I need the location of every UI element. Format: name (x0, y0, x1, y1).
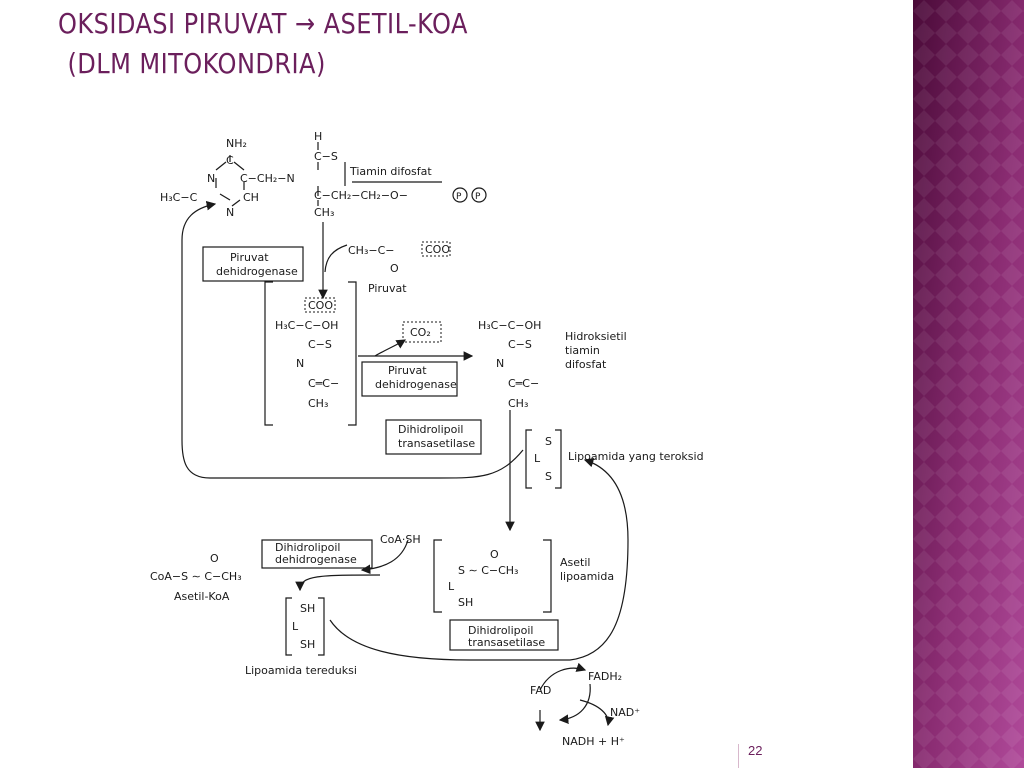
thiamine-ring2: C−CH₂−CH₂−O− (314, 189, 408, 202)
intermediate-ch3: CH₃ (308, 397, 328, 410)
lipoamide-ox-s1: S (545, 435, 552, 448)
pyruvate-oxygen: O (390, 262, 399, 275)
dlt-line1: Dihidrolipoil (398, 423, 463, 436)
acetyl-lipoamide-l: L (448, 580, 455, 593)
thiamine-ch: CH (243, 191, 259, 204)
hydroxyethyl-ch3: CH₃ (508, 397, 528, 410)
pdh2-line2: dehidrogenase (375, 378, 457, 391)
page-number: 22 (748, 743, 763, 758)
phosphate-icon: P (475, 192, 481, 202)
acetyl-coa-label: Asetil-KoA (174, 590, 230, 603)
lipoamide-red-l: L (292, 620, 299, 633)
pyruvate-coo: COO (425, 243, 450, 256)
lipoamide-ox-l: L (534, 452, 541, 465)
pyruvate-oxidation-diagram: NH₂ C N C−CH₂−N H₃C−C CH N H C−S C−CH₂−C… (140, 100, 750, 765)
pdh-line1: Piruvat (230, 251, 269, 264)
thiamine-ring1: C−CH₂−N (240, 172, 295, 185)
page-number-divider (738, 744, 739, 768)
acetyl-lipoamide-sh: SH (458, 596, 473, 609)
thiamine-ch3: CH₃ (314, 206, 334, 219)
thiamine-n1: N (207, 172, 215, 185)
fad-label: FAD (530, 684, 551, 697)
title-line-1: OKSIDASI PIRUVAT → ASETIL-KOA (58, 7, 468, 40)
thiamine-label: Tiamin difosfat (349, 165, 432, 178)
thiamine-h3c: H₃C−C (160, 191, 198, 204)
dld-line1: Dihidrolipoil (275, 541, 340, 554)
intermediate-h3c: H₃C−C−OH (275, 319, 338, 332)
lipoamide-red-label: Lipoamida tereduksi (245, 664, 357, 677)
coa-sh-label: CoA·SH (380, 533, 421, 546)
lipoamide-red-sh2: SH (300, 638, 315, 651)
pyruvate-formula: CH₃−C− (348, 244, 394, 257)
thiamine-c1: C (226, 154, 234, 167)
slide-title: OKSIDASI PIRUVAT → ASETIL-KOA (DLM MITOK… (58, 4, 468, 84)
thiamine-cs: C−S (314, 150, 338, 163)
acetyl-lipoamide-s: S ∼ C−CH₃ (458, 564, 518, 577)
dlt-line2: transasetilase (398, 437, 475, 450)
thiamine-h: H (314, 130, 322, 143)
pdh-line2: dehidrogenase (216, 265, 298, 278)
hydroxyethyl-h3c: H₃C−C−OH (478, 319, 541, 332)
co2-label: CO₂ (410, 326, 431, 339)
fadh2-label: FADH₂ (588, 670, 622, 683)
dld-line2: dehidrogenase (275, 553, 357, 566)
hydroxyethyl-label-2: tiamin (565, 344, 600, 357)
hydroxyethyl-cs: C−S (508, 338, 532, 351)
thiamine-nh2: NH₂ (226, 137, 247, 150)
lipoamide-ox-s2: S (545, 470, 552, 483)
acetyl-coa-o: O (210, 552, 219, 565)
dlt2-line2: transasetilase (468, 636, 545, 649)
hydroxyethyl-n: N (496, 357, 504, 370)
lipoamide-red-sh1: SH (300, 602, 315, 615)
acetyl-lipoamide-o: O (490, 548, 499, 561)
lipoamide-ox-label: Lipoamida yang teroksid (568, 450, 704, 463)
pdh2-line1: Piruvat (388, 364, 427, 377)
acetyl-lipoamide-label-1: Asetil (560, 556, 590, 569)
hydroxyethyl-label-3: difosfat (565, 358, 607, 371)
title-line-2: (DLM MITOKONDRIA) (67, 47, 326, 80)
pyruvate-label: Piruvat (368, 282, 407, 295)
hydroxyethyl-cc: C═C− (508, 377, 539, 390)
decorative-side-panel (913, 0, 1024, 768)
intermediate-n: N (296, 357, 304, 370)
nad-label: NAD⁺ (610, 706, 640, 719)
hydroxyethyl-label-1: Hidroksietil (565, 330, 627, 343)
intermediate-cs: C−S (308, 338, 332, 351)
nadh-label: NADH + H⁺ (562, 735, 625, 748)
acetyl-coa-formula: CoA−S ∼ C−CH₃ (150, 570, 242, 583)
dlt2-line1: Dihidrolipoil (468, 624, 533, 637)
intermediate-cc: C═C− (308, 377, 339, 390)
thiamine-n2: N (226, 206, 234, 219)
acetyl-lipoamide-label-2: lipoamida (560, 570, 614, 583)
intermediate-coo: COO (308, 299, 333, 312)
phosphate-icon: P (456, 192, 462, 202)
